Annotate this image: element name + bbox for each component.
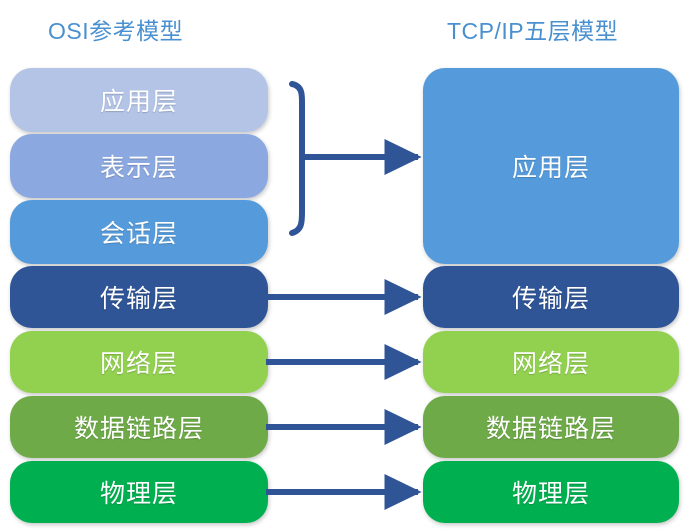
brace-grouping-upper-layers <box>289 81 305 236</box>
osi-layer-2[interactable]: 表示层 <box>10 134 268 198</box>
layer-label: 应用层 <box>511 154 590 182</box>
layer-label: 表示层 <box>99 154 178 182</box>
osi-layer-1[interactable]: 应用层 <box>10 68 268 132</box>
osi-layer-6[interactable]: 数据链路层 <box>10 396 268 458</box>
tcpip-layer-4[interactable]: 数据链路层 <box>423 396 679 458</box>
tcpip-layer-1[interactable]: 应用层 <box>423 68 679 264</box>
layer-label: 物理层 <box>511 480 590 508</box>
layer-label: 传输层 <box>511 285 590 313</box>
layer-label: 数据链路层 <box>73 415 204 443</box>
layer-label: 传输层 <box>99 285 178 313</box>
osi-column-title: OSI参考模型 <box>48 18 184 44</box>
osi-layer-7[interactable]: 物理层 <box>10 461 268 523</box>
tcpip-layer-5[interactable]: 物理层 <box>423 461 679 523</box>
osi-layer-4[interactable]: 传输层 <box>10 266 268 328</box>
tcpip-layer-2[interactable]: 传输层 <box>423 266 679 328</box>
layer-label: 会话层 <box>99 220 178 248</box>
layer-label: 物理层 <box>99 480 178 508</box>
layer-label: 网络层 <box>99 350 178 378</box>
tcpip-layer-3[interactable]: 网络层 <box>423 331 679 393</box>
layer-label: 应用层 <box>99 88 178 116</box>
layer-label: 网络层 <box>511 350 590 378</box>
tcpip-column-title: TCP/IP五层模型 <box>447 18 619 44</box>
layer-label: 数据链路层 <box>485 415 616 443</box>
osi-layer-3[interactable]: 会话层 <box>10 200 268 264</box>
osi-layer-5[interactable]: 网络层 <box>10 331 268 393</box>
